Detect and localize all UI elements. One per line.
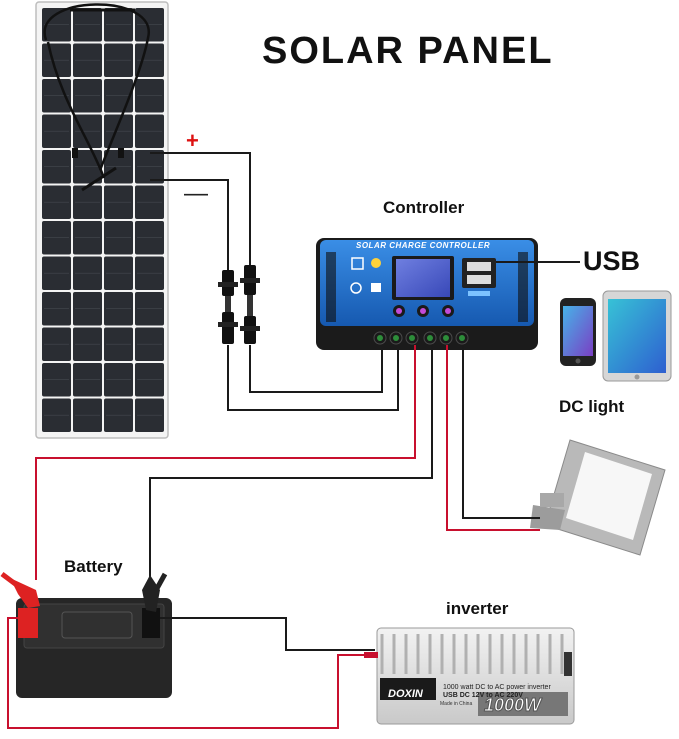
controller-face-title: SOLAR CHARGE CONTROLLER xyxy=(356,241,491,250)
panel-cells xyxy=(42,8,164,432)
floodlight-icon xyxy=(530,439,666,556)
inverter-brand-text: DOXIN xyxy=(388,688,423,700)
inverter-power-text: 1000W xyxy=(483,695,542,716)
battery-wires xyxy=(35,345,433,580)
battery-label: Battery xyxy=(64,557,123,576)
negative-label: — xyxy=(184,180,208,207)
page-title: SOLAR PANEL xyxy=(262,30,554,72)
mc4-connector-icon xyxy=(218,265,260,344)
inverter-usb-text: USB DC 12V to AC 220V xyxy=(443,692,523,699)
inverter-made-text: Made in China xyxy=(440,701,473,707)
charge-controller-icon xyxy=(316,238,538,350)
smartphone-icon xyxy=(560,298,596,366)
tablet-icon xyxy=(602,290,672,382)
solar-panel-icon xyxy=(35,1,169,439)
controller-label: Controller xyxy=(383,198,465,217)
usb-label: USB xyxy=(583,246,641,276)
inverter-fins xyxy=(380,634,564,674)
controller-terminals xyxy=(373,331,469,345)
dc-light-label: DC light xyxy=(559,397,625,416)
inverter-label: inverter xyxy=(446,599,509,618)
battery-icon xyxy=(0,572,172,698)
load-wires xyxy=(446,345,540,531)
inverter-wires xyxy=(7,617,375,729)
inverter-spec-text: 1000 watt DC to AC power inverter xyxy=(443,684,551,691)
panel-wires xyxy=(150,152,399,411)
positive-label: + xyxy=(186,128,199,153)
power-inverter-icon xyxy=(364,627,575,725)
